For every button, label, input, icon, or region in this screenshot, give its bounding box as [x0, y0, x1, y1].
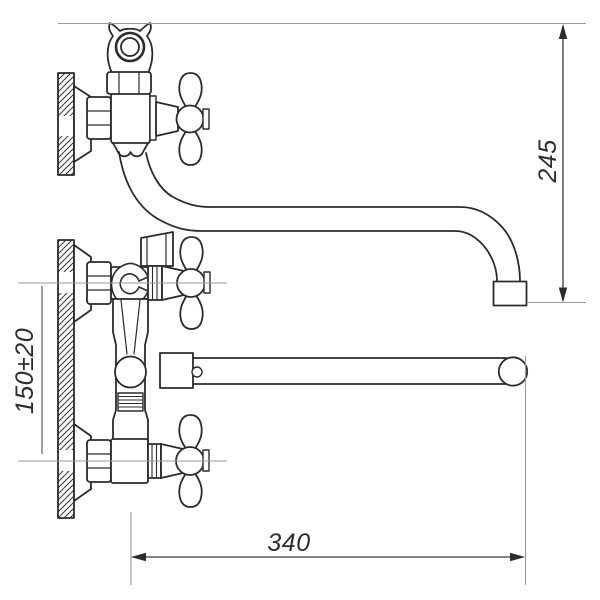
handle-hub [175, 104, 205, 134]
diverter-knob [114, 355, 147, 389]
dimension-340: 340 [131, 529, 525, 562]
valve-body [110, 91, 151, 145]
shower-fork-hole [120, 37, 140, 57]
dimension-150: 150±20 [11, 286, 43, 454]
wall-pipe-gap [59, 116, 73, 136]
dimension-150-label: 150±20 [11, 328, 39, 414]
handle-cap [202, 108, 210, 130]
arrowhead-up-icon [558, 24, 568, 39]
straight-spout [192, 357, 507, 385]
upper-faucet-side-view [57, 22, 528, 307]
lower-faucet-front-view [57, 231, 529, 519]
aerator [492, 280, 528, 307]
spout-pivot [191, 366, 203, 378]
s-spout-outer-edge [118, 151, 498, 282]
construction-lines [18, 22, 586, 585]
spout-connector [159, 352, 194, 389]
wall-hatch-lower [57, 239, 75, 519]
arrowhead-right-icon [510, 552, 525, 562]
threaded-section [117, 392, 144, 412]
dimension-245: 245 [534, 24, 568, 303]
hex-nut [86, 96, 112, 140]
arrowhead-down-icon [558, 287, 568, 303]
s-spout-inner-edge [145, 152, 521, 282]
dimension-245-label: 245 [534, 139, 562, 183]
shower-port [140, 231, 174, 267]
swivel-nut [112, 142, 149, 158]
riser-hex-nut [106, 71, 152, 95]
valve-bonnet [155, 101, 179, 137]
arrowhead-left-icon [131, 552, 146, 562]
spout-end-cap [497, 356, 529, 387]
dimension-340-label: 340 [267, 529, 310, 557]
